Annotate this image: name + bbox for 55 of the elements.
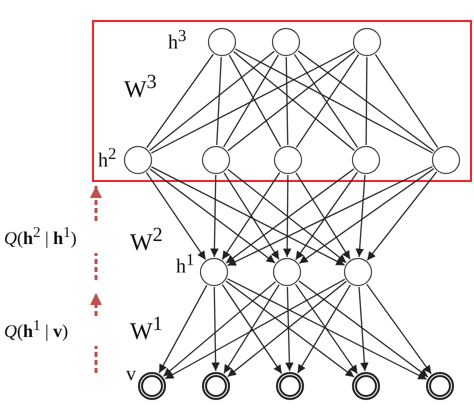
arrow <box>366 284 432 374</box>
weight-label: W$^{2}$ <box>130 225 163 255</box>
arrow <box>158 284 208 374</box>
formula-label: Q(h$^{2}$ | h$^{1}$) <box>4 226 77 247</box>
neuron-circle <box>352 372 380 400</box>
neuron-circle <box>202 146 230 174</box>
connection-line <box>286 56 288 146</box>
arrow <box>146 172 206 260</box>
arrow <box>150 168 276 264</box>
neuron-circle <box>432 146 460 174</box>
neuron-circle <box>426 372 454 400</box>
arrow <box>358 286 369 372</box>
connection-line <box>146 54 214 148</box>
highlight-frame <box>92 20 472 182</box>
arrow <box>211 286 220 372</box>
connection-line <box>298 50 434 152</box>
arrow <box>298 168 434 264</box>
neuron-circle <box>200 258 228 286</box>
neuron-circle <box>274 146 302 174</box>
neuron-circle <box>273 258 301 286</box>
connection-line <box>216 56 222 146</box>
neuron-circle <box>208 28 236 56</box>
arrow <box>355 174 366 258</box>
arrow <box>298 280 428 378</box>
arrow <box>227 278 427 380</box>
arrow <box>366 171 438 261</box>
layer-label: h$^{2}$ <box>98 146 116 171</box>
neuron-circle <box>352 146 380 174</box>
connection-line <box>374 54 438 148</box>
layer-label: h$^{1}$ <box>176 252 194 277</box>
neuron-circle <box>272 28 300 56</box>
arrow <box>285 286 294 372</box>
arrow <box>295 284 358 374</box>
neuron-circle <box>202 372 230 400</box>
arrow <box>283 175 292 257</box>
arrow <box>210 174 219 258</box>
neuron-circle <box>138 372 166 400</box>
connection-line <box>366 57 368 145</box>
neuron-circle <box>353 28 381 56</box>
connection-line <box>149 50 275 152</box>
weight-label: W$^{1}$ <box>130 314 163 344</box>
weight-label: W$^{3}$ <box>124 72 157 102</box>
layer-label: h$^{3}$ <box>168 28 186 53</box>
neuron-circle <box>276 372 304 400</box>
formula-label: Q(h$^{1}$ | v) <box>4 319 68 340</box>
neuron-circle <box>124 146 152 174</box>
arrow <box>297 284 351 374</box>
arrow <box>164 278 346 380</box>
arrow <box>163 281 276 377</box>
arrow <box>151 166 345 266</box>
connection-line <box>151 48 354 154</box>
neuron-circle <box>344 258 372 286</box>
arrow <box>227 166 433 266</box>
layer-label: v <box>126 364 136 384</box>
connection-line <box>235 48 433 154</box>
